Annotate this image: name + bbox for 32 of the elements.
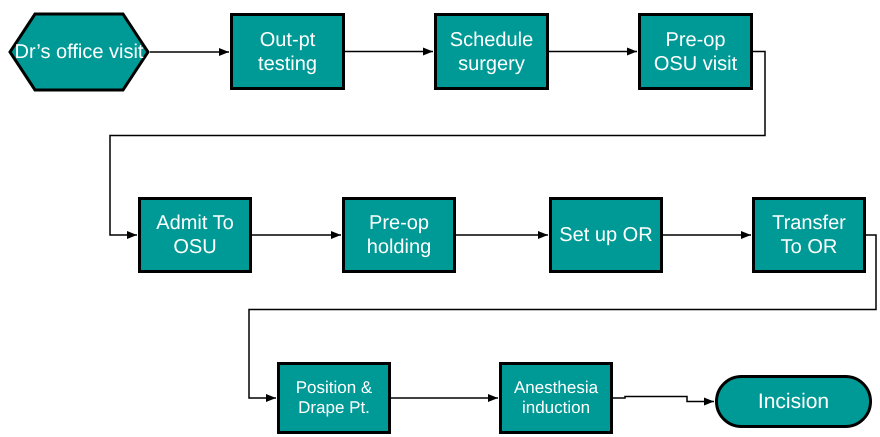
node-label: Pre-op holding xyxy=(366,211,432,259)
node-label: Incision xyxy=(758,388,830,414)
node-label: Position & Drape Pt. xyxy=(294,378,374,418)
arrow xyxy=(456,231,548,239)
node-label: Anesthesia induction xyxy=(512,378,600,418)
node-label: Admit To OSU xyxy=(155,211,235,259)
arrow xyxy=(613,396,714,406)
arrow xyxy=(345,48,433,56)
process-box xyxy=(638,13,753,90)
process-box xyxy=(277,362,391,434)
process-box xyxy=(549,197,663,273)
arrow xyxy=(248,234,877,402)
process-box xyxy=(138,197,252,273)
arrow xyxy=(252,231,341,239)
process-box xyxy=(342,197,456,273)
arrow xyxy=(663,231,751,239)
arrow xyxy=(391,394,498,402)
node-label: Dr’s office visit xyxy=(14,40,144,64)
node-label: Transfer To OR xyxy=(771,211,847,259)
node-label: Set up OR xyxy=(559,223,653,247)
process-box xyxy=(752,197,866,273)
node-label: Out-pt testing xyxy=(257,28,318,76)
arrow xyxy=(109,50,766,239)
terminal-pill xyxy=(715,375,872,428)
node-label: Schedule surgery xyxy=(448,28,534,76)
arrow xyxy=(150,48,229,56)
arrow xyxy=(549,48,637,56)
process-box xyxy=(230,13,345,90)
node-label: Pre-op OSU visit xyxy=(652,28,738,76)
process-box xyxy=(499,362,613,434)
process-box xyxy=(434,13,549,90)
hexagon-node xyxy=(8,12,150,92)
